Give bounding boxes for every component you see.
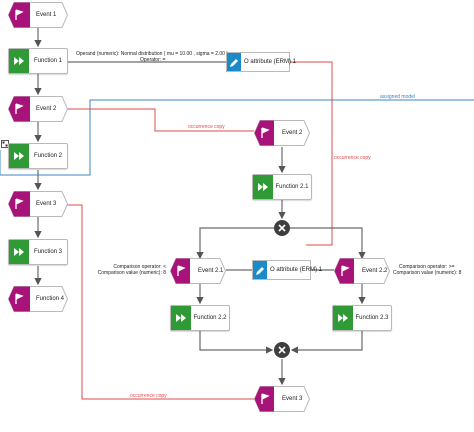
model-event-2-label: Event 2 xyxy=(282,130,303,136)
pencil-icon xyxy=(230,59,238,67)
event-3[interactable]: Event 3 xyxy=(8,191,68,217)
model-function-2-1-label: Function 2.1 xyxy=(275,184,309,190)
model-function-2-1[interactable]: Function 2.1 xyxy=(252,174,312,200)
operator-text: Operator: = xyxy=(140,57,166,63)
flag-icon xyxy=(261,393,270,404)
event-2-label: Event 2 xyxy=(36,106,57,112)
model-event-2-1[interactable]: Event 2.1 xyxy=(170,258,226,284)
model-event-3[interactable]: Event 3 xyxy=(254,386,310,412)
occurrence-copy-line-1 xyxy=(67,108,254,132)
event-3-label: Event 3 xyxy=(36,201,57,207)
function-1[interactable]: Function 1 xyxy=(8,48,68,74)
model-event-2-2-label: Event 2.2 xyxy=(362,268,388,274)
occurrence-copy-label-3: occurrence copy xyxy=(130,393,167,399)
fast-forward-icon xyxy=(176,314,186,322)
flag-icon xyxy=(341,265,350,276)
connector-f23-gate2 xyxy=(290,331,363,354)
function-1-label: Function 1 xyxy=(33,58,63,64)
function-4[interactable]: Function 4 xyxy=(8,286,68,312)
xor-cross-icon xyxy=(278,224,286,232)
connector-gate1-e21 xyxy=(196,227,274,260)
fast-forward-icon xyxy=(14,152,24,160)
event-1-label: Event 1 xyxy=(36,12,57,18)
assigned-model-line xyxy=(0,99,474,176)
model-function-2-3[interactable]: Function 2.3 xyxy=(332,305,392,331)
operand-text: Operand (numeric): Normal distribution (… xyxy=(76,51,229,57)
function-4-label: Function 4 xyxy=(36,296,65,302)
flag-icon xyxy=(15,198,24,209)
fast-forward-icon xyxy=(14,57,24,65)
event-2[interactable]: Event 2 xyxy=(8,96,68,122)
model-event-3-label: Event 3 xyxy=(282,396,303,402)
fast-forward-icon xyxy=(258,183,268,191)
fast-forward-icon xyxy=(338,314,348,322)
function-3-label: Function 3 xyxy=(33,249,63,255)
xor-gateway-join[interactable] xyxy=(274,342,290,358)
xor-cross-icon xyxy=(278,346,286,354)
occurrence-copy-line-2 xyxy=(290,61,333,246)
connector-gate1-e22 xyxy=(290,227,366,260)
attribute-object-model[interactable]: O attribute (ERM) 1 xyxy=(252,260,322,280)
event-1[interactable]: Event 1 xyxy=(8,2,68,28)
xor-gateway-split[interactable] xyxy=(274,220,290,236)
function-3[interactable]: Function 3 xyxy=(8,239,68,265)
fast-forward-icon xyxy=(14,248,24,256)
flag-icon xyxy=(177,265,186,276)
assigned-model-label: assigned model xyxy=(380,94,416,100)
connector-f22-gate2 xyxy=(199,331,274,354)
comparison-right-line1: Comparison operator: >= xyxy=(399,264,455,270)
model-event-2-2[interactable]: Event 2.2 xyxy=(334,258,390,284)
flag-icon xyxy=(15,9,24,20)
occurrence-copy-label-2: occurrence copy xyxy=(334,155,371,161)
model-event-2-1-label: Event 2.1 xyxy=(198,268,224,274)
flag-icon xyxy=(15,103,24,114)
comparison-left-line2: Comparison value (numeric): 8 xyxy=(97,270,166,276)
occurrence-copy-label-1: occurrence copy xyxy=(188,124,225,130)
occurrence-copy-line-3 xyxy=(67,204,254,400)
function-2[interactable]: Function 2 xyxy=(8,143,68,169)
flag-icon xyxy=(261,127,270,138)
comparison-right-line2: Comparison value (numeric): 8 xyxy=(393,270,462,276)
attribute-object-top-label: O attribute (ERM) 1 xyxy=(244,59,297,65)
model-function-2-2[interactable]: Function 2.2 xyxy=(170,305,230,331)
pencil-icon xyxy=(256,267,264,275)
model-function-2-2-label: Function 2.2 xyxy=(193,315,227,321)
flag-icon xyxy=(15,293,24,304)
attribute-object-model-label: O attribute (ERM) 1 xyxy=(270,267,323,273)
model-event-2[interactable]: Event 2 xyxy=(254,120,310,146)
attribute-object-top[interactable]: O attribute (ERM) 1 xyxy=(226,52,296,72)
comparison-left-line1: Comparison operator: < xyxy=(113,264,166,270)
model-function-2-3-label: Function 2.3 xyxy=(355,315,389,321)
function-2-label: Function 2 xyxy=(33,153,63,159)
